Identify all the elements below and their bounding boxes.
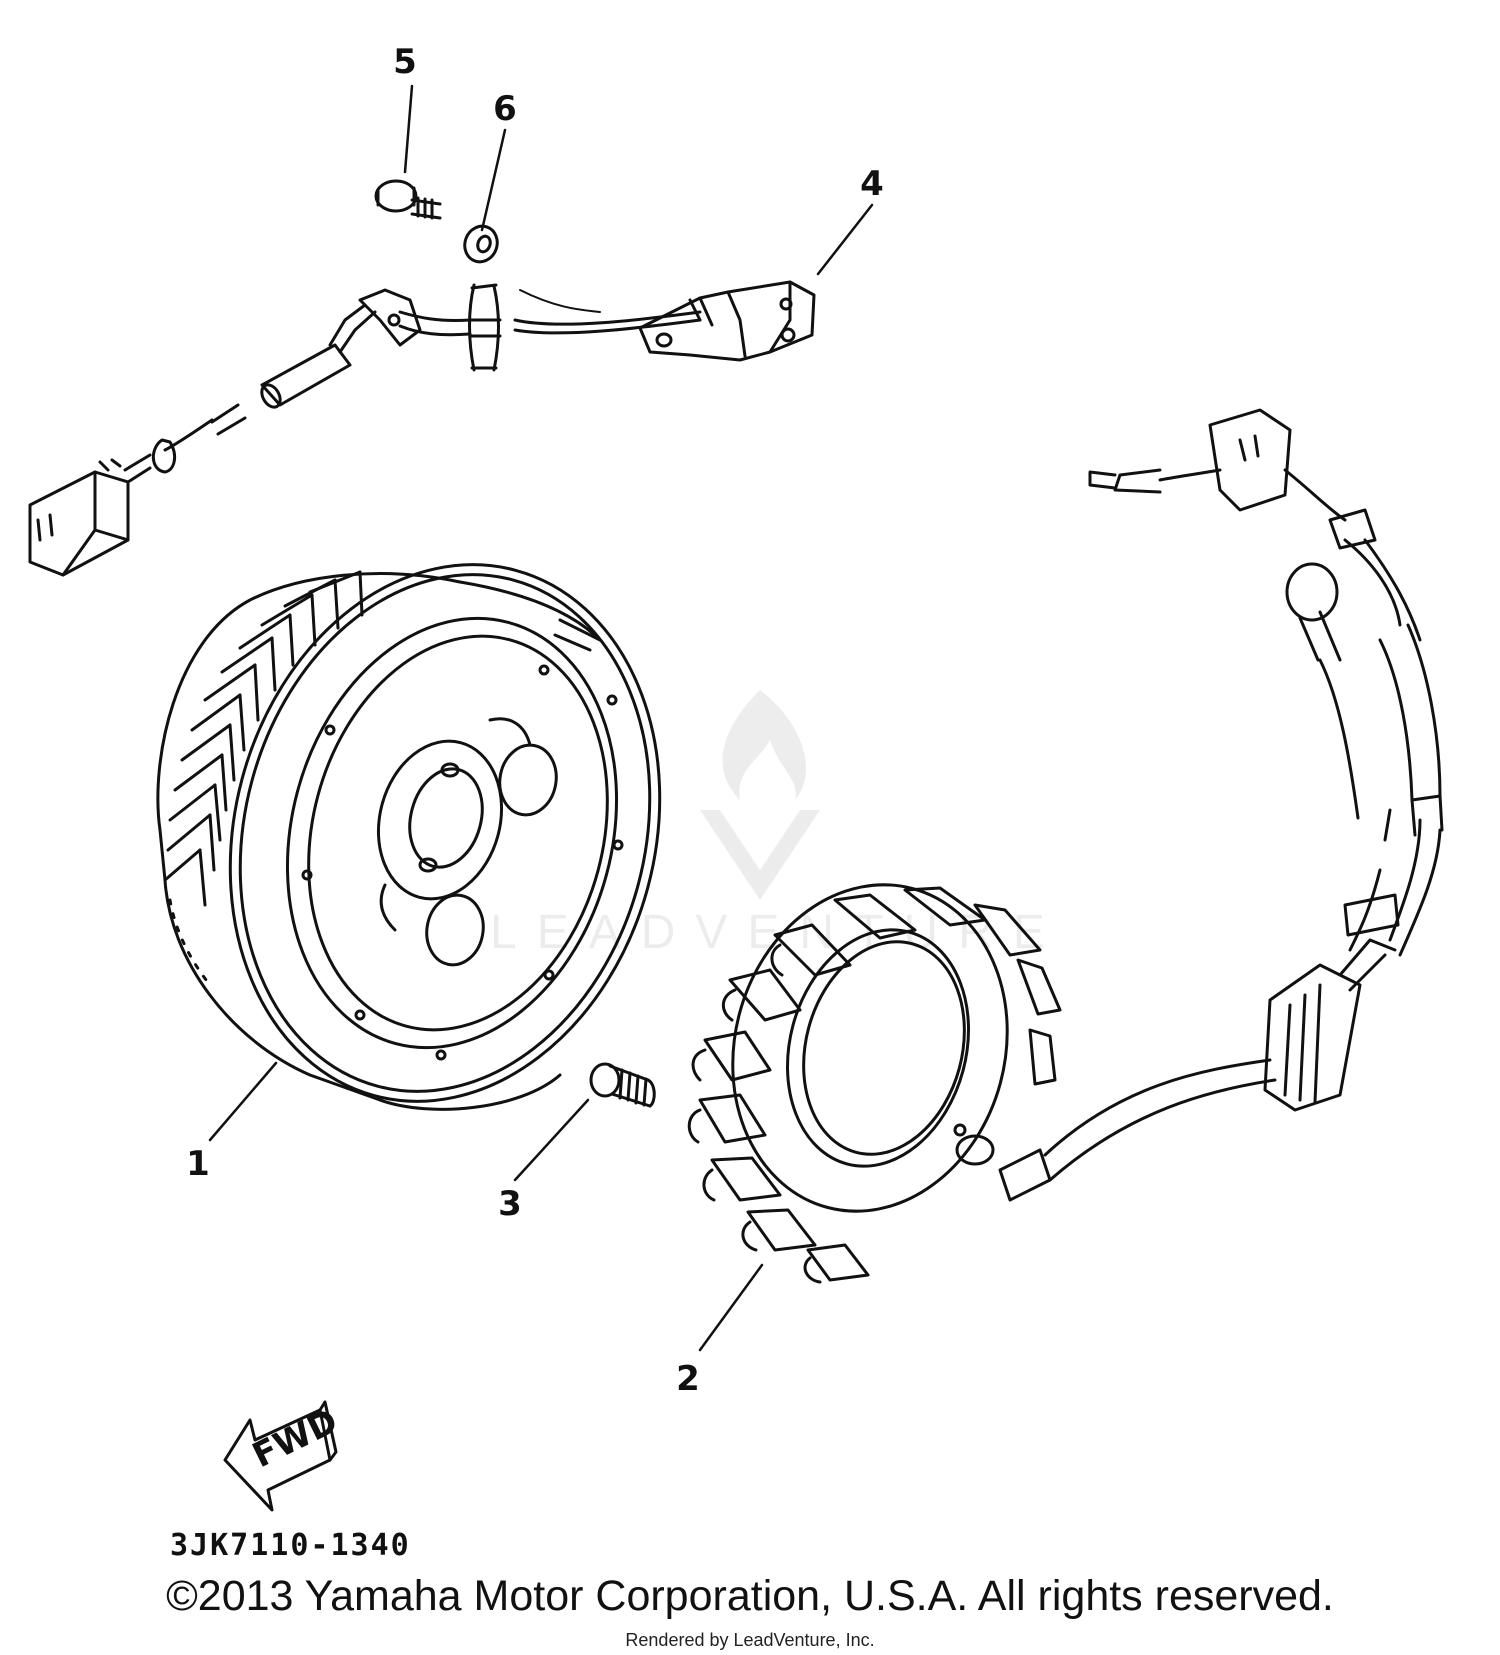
copyright-notice: ©2013 Yamaha Motor Corporation, U.S.A. A… (166, 1572, 1334, 1620)
fwd-label: FWD (246, 1401, 343, 1476)
callout-5: 5 (393, 42, 417, 82)
part-6-washer[interactable] (460, 222, 502, 267)
leader-lines (208, 84, 874, 1352)
diagram-part-code: 3JK7110-1340 (170, 1528, 411, 1563)
part-5-bolt[interactable] (374, 179, 442, 220)
part-2-stator-coil[interactable] (687, 408, 1444, 1284)
watermark-text: LEADVENTURE (490, 906, 1065, 959)
rendered-by-notice: Rendered by LeadVenture, Inc. (625, 1630, 875, 1650)
callout-1: 1 (186, 1144, 210, 1184)
leadventure-watermark-icon (700, 690, 820, 900)
callout-3: 3 (498, 1184, 522, 1224)
part-4-pickup-coil[interactable] (28, 280, 816, 577)
part-1-flywheel-rotor[interactable] (156, 516, 718, 1150)
part-3-screw[interactable] (589, 1062, 656, 1108)
callout-2: 2 (676, 1359, 700, 1399)
fwd-arrow-icon (223, 1400, 338, 1512)
callout-6: 6 (493, 89, 517, 129)
callout-4: 4 (860, 164, 884, 204)
